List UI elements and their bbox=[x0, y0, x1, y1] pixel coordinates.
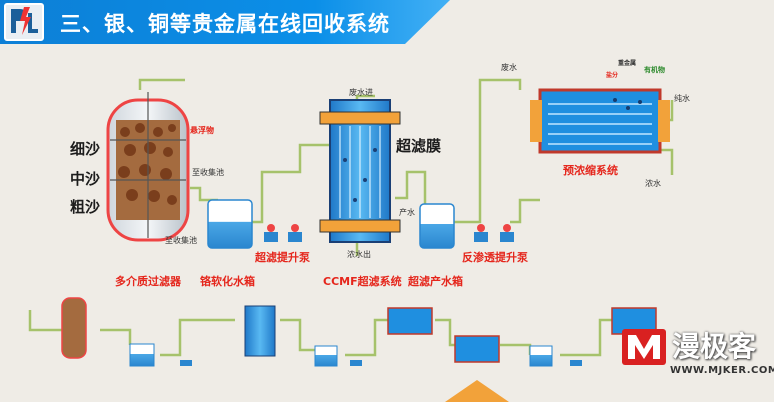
to-collection-pool-lower: 至收集池 bbox=[165, 236, 197, 245]
company-logo bbox=[4, 3, 44, 41]
header-bar bbox=[0, 0, 450, 44]
concentrate-outlet-label: 浓水出 bbox=[347, 250, 371, 259]
preconcentration-vessel bbox=[530, 88, 670, 154]
concentrate-water-label: 浓水 bbox=[645, 179, 661, 188]
ro-lift-pump-caption: 反渗透提升泵 bbox=[462, 251, 528, 264]
watermark-url: WWW.MJKER.COM bbox=[670, 365, 774, 376]
multimedia-filter-vessel bbox=[106, 92, 190, 242]
to-collection-pool-upper: 至收集池 bbox=[192, 168, 224, 177]
uf-lift-pump-caption: 超滤提升泵 bbox=[255, 251, 310, 264]
uf-lift-pumps bbox=[264, 224, 302, 242]
coarse-sand-label: 粗沙 bbox=[70, 198, 101, 216]
watermark: 漫极客 WWW.MJKER.COM bbox=[622, 327, 774, 381]
uf-membrane-label: 超滤膜 bbox=[396, 137, 442, 155]
preconcentration-caption: 预浓缩系统 bbox=[563, 164, 618, 177]
pure-water-label: 纯水 bbox=[674, 94, 690, 103]
suspended-solids-label: 悬浮物 bbox=[190, 126, 214, 135]
product-water-label: 产水 bbox=[399, 208, 415, 217]
uf-product-tank-caption: 超滤产水箱 bbox=[408, 275, 463, 288]
medium-sand-label: 中沙 bbox=[70, 170, 101, 188]
softening-tank-caption: 铬软化水箱 bbox=[200, 275, 255, 288]
overview-strip bbox=[61, 297, 657, 402]
uf-membrane-module bbox=[319, 99, 401, 243]
fine-sand-label: 细沙 bbox=[70, 140, 101, 158]
wastewater-inlet-label: 废水进 bbox=[349, 88, 373, 97]
organic-matter-label: 有机物 bbox=[644, 66, 665, 74]
watermark-brand: 漫极客 bbox=[672, 330, 757, 363]
ro-lift-pumps bbox=[474, 224, 514, 242]
uf-product-tank bbox=[419, 203, 455, 249]
page-title: 三、银、铜等贵金属在线回收系统 bbox=[60, 12, 390, 36]
waste-water-label: 废水 bbox=[501, 63, 517, 72]
ccmf-system-caption: CCMF超滤系统 bbox=[323, 275, 402, 288]
mjker-logo-icon bbox=[622, 329, 666, 365]
salt-label: 盐分 bbox=[606, 72, 619, 79]
softening-tank bbox=[207, 199, 253, 249]
heavy-metal-label: 重金属 bbox=[618, 60, 637, 67]
multimedia-filter-caption: 多介质过滤器 bbox=[115, 275, 181, 288]
